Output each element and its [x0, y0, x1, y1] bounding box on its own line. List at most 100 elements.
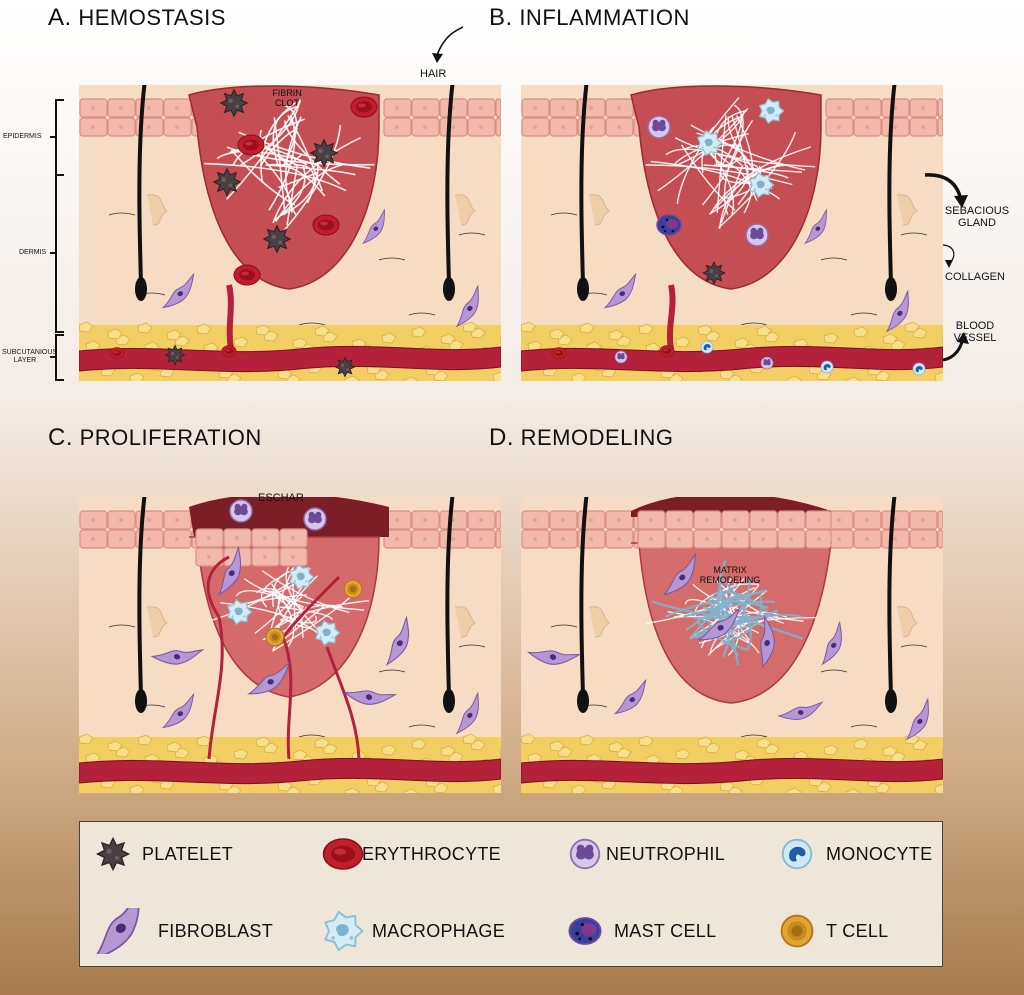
- mast-cell: [656, 214, 682, 236]
- cell-legend: PLATELET ERYTHROCYTE NEUTROPHIL MONOCYTE…: [79, 821, 943, 967]
- legend-item-mast-cell: MAST CELL: [560, 908, 716, 954]
- macrophage-cell: [315, 620, 341, 646]
- eschar-label: ESCHAR: [258, 492, 304, 504]
- macrophage-cell: [227, 599, 253, 625]
- fibroblast-cell: [247, 661, 291, 695]
- macrophage-cell: [749, 172, 775, 198]
- legend-item-neutrophil: NEUTROPHIL: [560, 834, 725, 874]
- panel-c-title: C. PROLIFERATION: [48, 424, 262, 451]
- fibroblast-cell: [760, 614, 775, 670]
- platelet-cell: [262, 224, 292, 254]
- blood-vessel-label: BLOOD VESSEL: [953, 320, 997, 344]
- epidermis-label: EPIDERMIS: [3, 133, 42, 140]
- fibroblast-cell: [217, 545, 242, 596]
- rbc-cell: [312, 214, 340, 236]
- fibroblast-cell: [613, 678, 647, 715]
- fibroblast-cell: [342, 690, 398, 705]
- tcell-cell: [343, 579, 363, 599]
- hair-arrow: [432, 26, 464, 63]
- platelet-cell: [219, 88, 249, 118]
- panel-d-title: D. REMODELING: [489, 424, 674, 451]
- hair-shaft: [137, 497, 147, 698]
- monocyte-cell: [820, 360, 834, 374]
- fibroblast-cell: [603, 272, 637, 309]
- monocyte-cell: [700, 340, 714, 354]
- panel-d-skin: [521, 497, 943, 793]
- legend-item-fibroblast: FIBROBLAST: [84, 908, 273, 954]
- neutrophil-cell: [303, 507, 327, 531]
- hair-shaft: [579, 497, 589, 698]
- erythrocyte-icon: [322, 838, 364, 870]
- t-cell-icon: [780, 914, 814, 948]
- fibroblast-cell: [385, 615, 410, 666]
- rbc-cell: [233, 264, 261, 286]
- collagen-label: COLLAGEN: [945, 271, 1005, 283]
- mast-cell-icon: [568, 917, 602, 945]
- neutrophil-icon: [569, 838, 601, 870]
- fibroblast-cell: [777, 701, 824, 720]
- platelet-cell: [212, 167, 242, 197]
- fibroblast-cell: [150, 649, 205, 665]
- platelet-cell: [702, 261, 726, 285]
- panel-b-skin: [521, 85, 943, 381]
- legend-item-t-cell: T CELL: [772, 908, 889, 954]
- hair-shaft: [579, 85, 589, 286]
- fibroblast-cell: [161, 692, 195, 729]
- fibroblast-cell: [821, 620, 842, 666]
- panel-b-title: B. INFLAMMATION: [489, 4, 690, 31]
- hair-label: HAIR: [420, 68, 447, 80]
- legend-item-platelet: PLATELET: [88, 834, 233, 874]
- neutrophil-cell: [229, 499, 253, 523]
- fibroblast-cell: [161, 272, 195, 309]
- monocyte-icon: [781, 838, 813, 870]
- fibroblast-cell: [905, 697, 929, 741]
- platelet-icon: [95, 836, 131, 872]
- fibroblast-cell: [804, 208, 827, 245]
- macrophage-cell: [697, 130, 723, 156]
- macrophage-icon: [324, 910, 364, 952]
- legend-item-monocyte: MONOCYTE: [772, 834, 932, 874]
- macrophage-cell: [289, 564, 315, 590]
- platelet-cell: [334, 356, 356, 378]
- structure-arrows: [924, 173, 969, 362]
- legend-item-macrophage: MACROPHAGE: [318, 908, 505, 954]
- fibroblast-cell: [526, 650, 582, 665]
- fibroblast-cell: [662, 552, 697, 596]
- platelet-cell: [164, 344, 186, 366]
- fibroblast-cell: [697, 607, 741, 641]
- fibrin-clot-label: FIBRIN CLOT: [272, 88, 302, 108]
- neutrophil-cell: [647, 115, 671, 139]
- dermis-label: DERMIS: [19, 249, 47, 256]
- tcell-cell: [265, 627, 285, 647]
- rbc-cell: [221, 345, 237, 357]
- subcutaneous-label: SUBCUTANIOUS LAYER: [2, 349, 58, 364]
- panel-a-skin: [79, 85, 501, 381]
- hair-shaft: [887, 497, 897, 698]
- hair-shaft: [445, 497, 455, 698]
- rbc-cell: [659, 345, 675, 357]
- platelet-cell: [309, 138, 339, 168]
- hair-shaft: [137, 85, 147, 286]
- neutrophil-cell: [614, 350, 628, 364]
- legend-item-erythrocyte: ERYTHROCYTE: [318, 834, 501, 874]
- monocyte-cell: [912, 362, 926, 376]
- layer-brackets: [50, 99, 64, 381]
- rbc-cell: [109, 347, 125, 359]
- fibroblast-cell: [362, 208, 385, 245]
- panel-c-skin: [79, 497, 501, 793]
- rbc-cell: [350, 96, 378, 118]
- neutrophil-cell: [745, 223, 769, 247]
- fibroblast-cell: [455, 284, 479, 328]
- fibroblast-icon: [91, 908, 141, 954]
- neutrophil-cell: [760, 356, 774, 370]
- hair-shaft: [445, 85, 455, 286]
- hair-shaft: [887, 85, 897, 286]
- rbc-cell: [551, 347, 567, 359]
- fibroblast-cell: [455, 691, 479, 735]
- matrix-remodeling-label: MATRIX REMODELING: [699, 565, 761, 585]
- macrophage-cell: [759, 98, 785, 124]
- panel-a-title: A. HEMOSTASIS: [48, 4, 226, 31]
- rbc-cell: [237, 134, 265, 156]
- sebaceous-gland-label: SEBACIOUS GLAND: [944, 205, 1010, 229]
- fibroblast-cell: [885, 289, 909, 333]
